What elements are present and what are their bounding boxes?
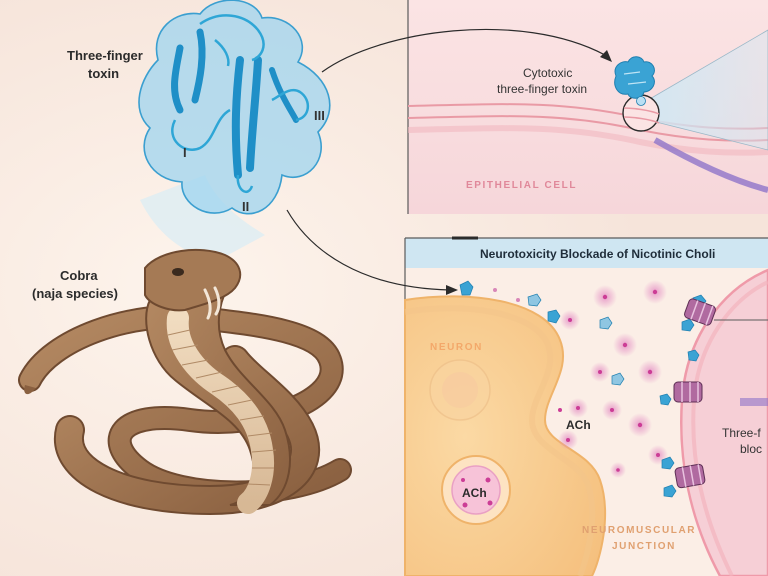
arrowhead-bottom: [446, 285, 458, 295]
synaptic-vesicle: [441, 455, 511, 525]
cytotoxic-toxin-icon: [614, 56, 655, 99]
finger-label-II: II: [242, 199, 250, 214]
arrowhead-top: [600, 50, 612, 62]
blockade-label-line2: bloc: [740, 442, 763, 456]
neurotoxicity-header: Neurotoxicity Blockade of Nicotinic Chol…: [480, 247, 716, 261]
toxin-title-line2: toxin: [88, 66, 120, 81]
cobra-label-line2: (naja species): [32, 286, 118, 301]
cobra-illustration: [18, 248, 352, 516]
cytotoxic-label-line2: three-finger toxin: [497, 82, 588, 96]
neuron-label: NEURON: [430, 342, 483, 353]
ach-cleft-label: ACh: [566, 418, 591, 432]
neuromuscular-panel: [404, 236, 768, 576]
connector-arrows: [286, 28, 606, 291]
epithelial-cell-label: EPITHELIAL CELL: [466, 180, 578, 191]
blockade-label-line1: Three-f: [722, 426, 761, 440]
finger-label-III: III: [314, 108, 325, 123]
finger-label-I: I: [183, 145, 187, 160]
ach-vesicle-label: ACh: [462, 486, 487, 500]
toxin-title-line1: Three-finger: [67, 48, 143, 63]
neuromuscular-label-line2: JUNCTION: [612, 541, 676, 552]
toxin-structure-illustration: [138, 0, 331, 262]
epithelial-panel: [407, 0, 768, 214]
ach-particles: [493, 280, 668, 478]
nicotinic-receptor-icons: [673, 298, 768, 489]
cytotoxic-label-line1: Cytotoxic: [523, 66, 573, 80]
neuromuscular-label-line1: NEUROMUSCULAR: [582, 525, 697, 536]
cobra-label-line1: Cobra: [60, 268, 98, 283]
